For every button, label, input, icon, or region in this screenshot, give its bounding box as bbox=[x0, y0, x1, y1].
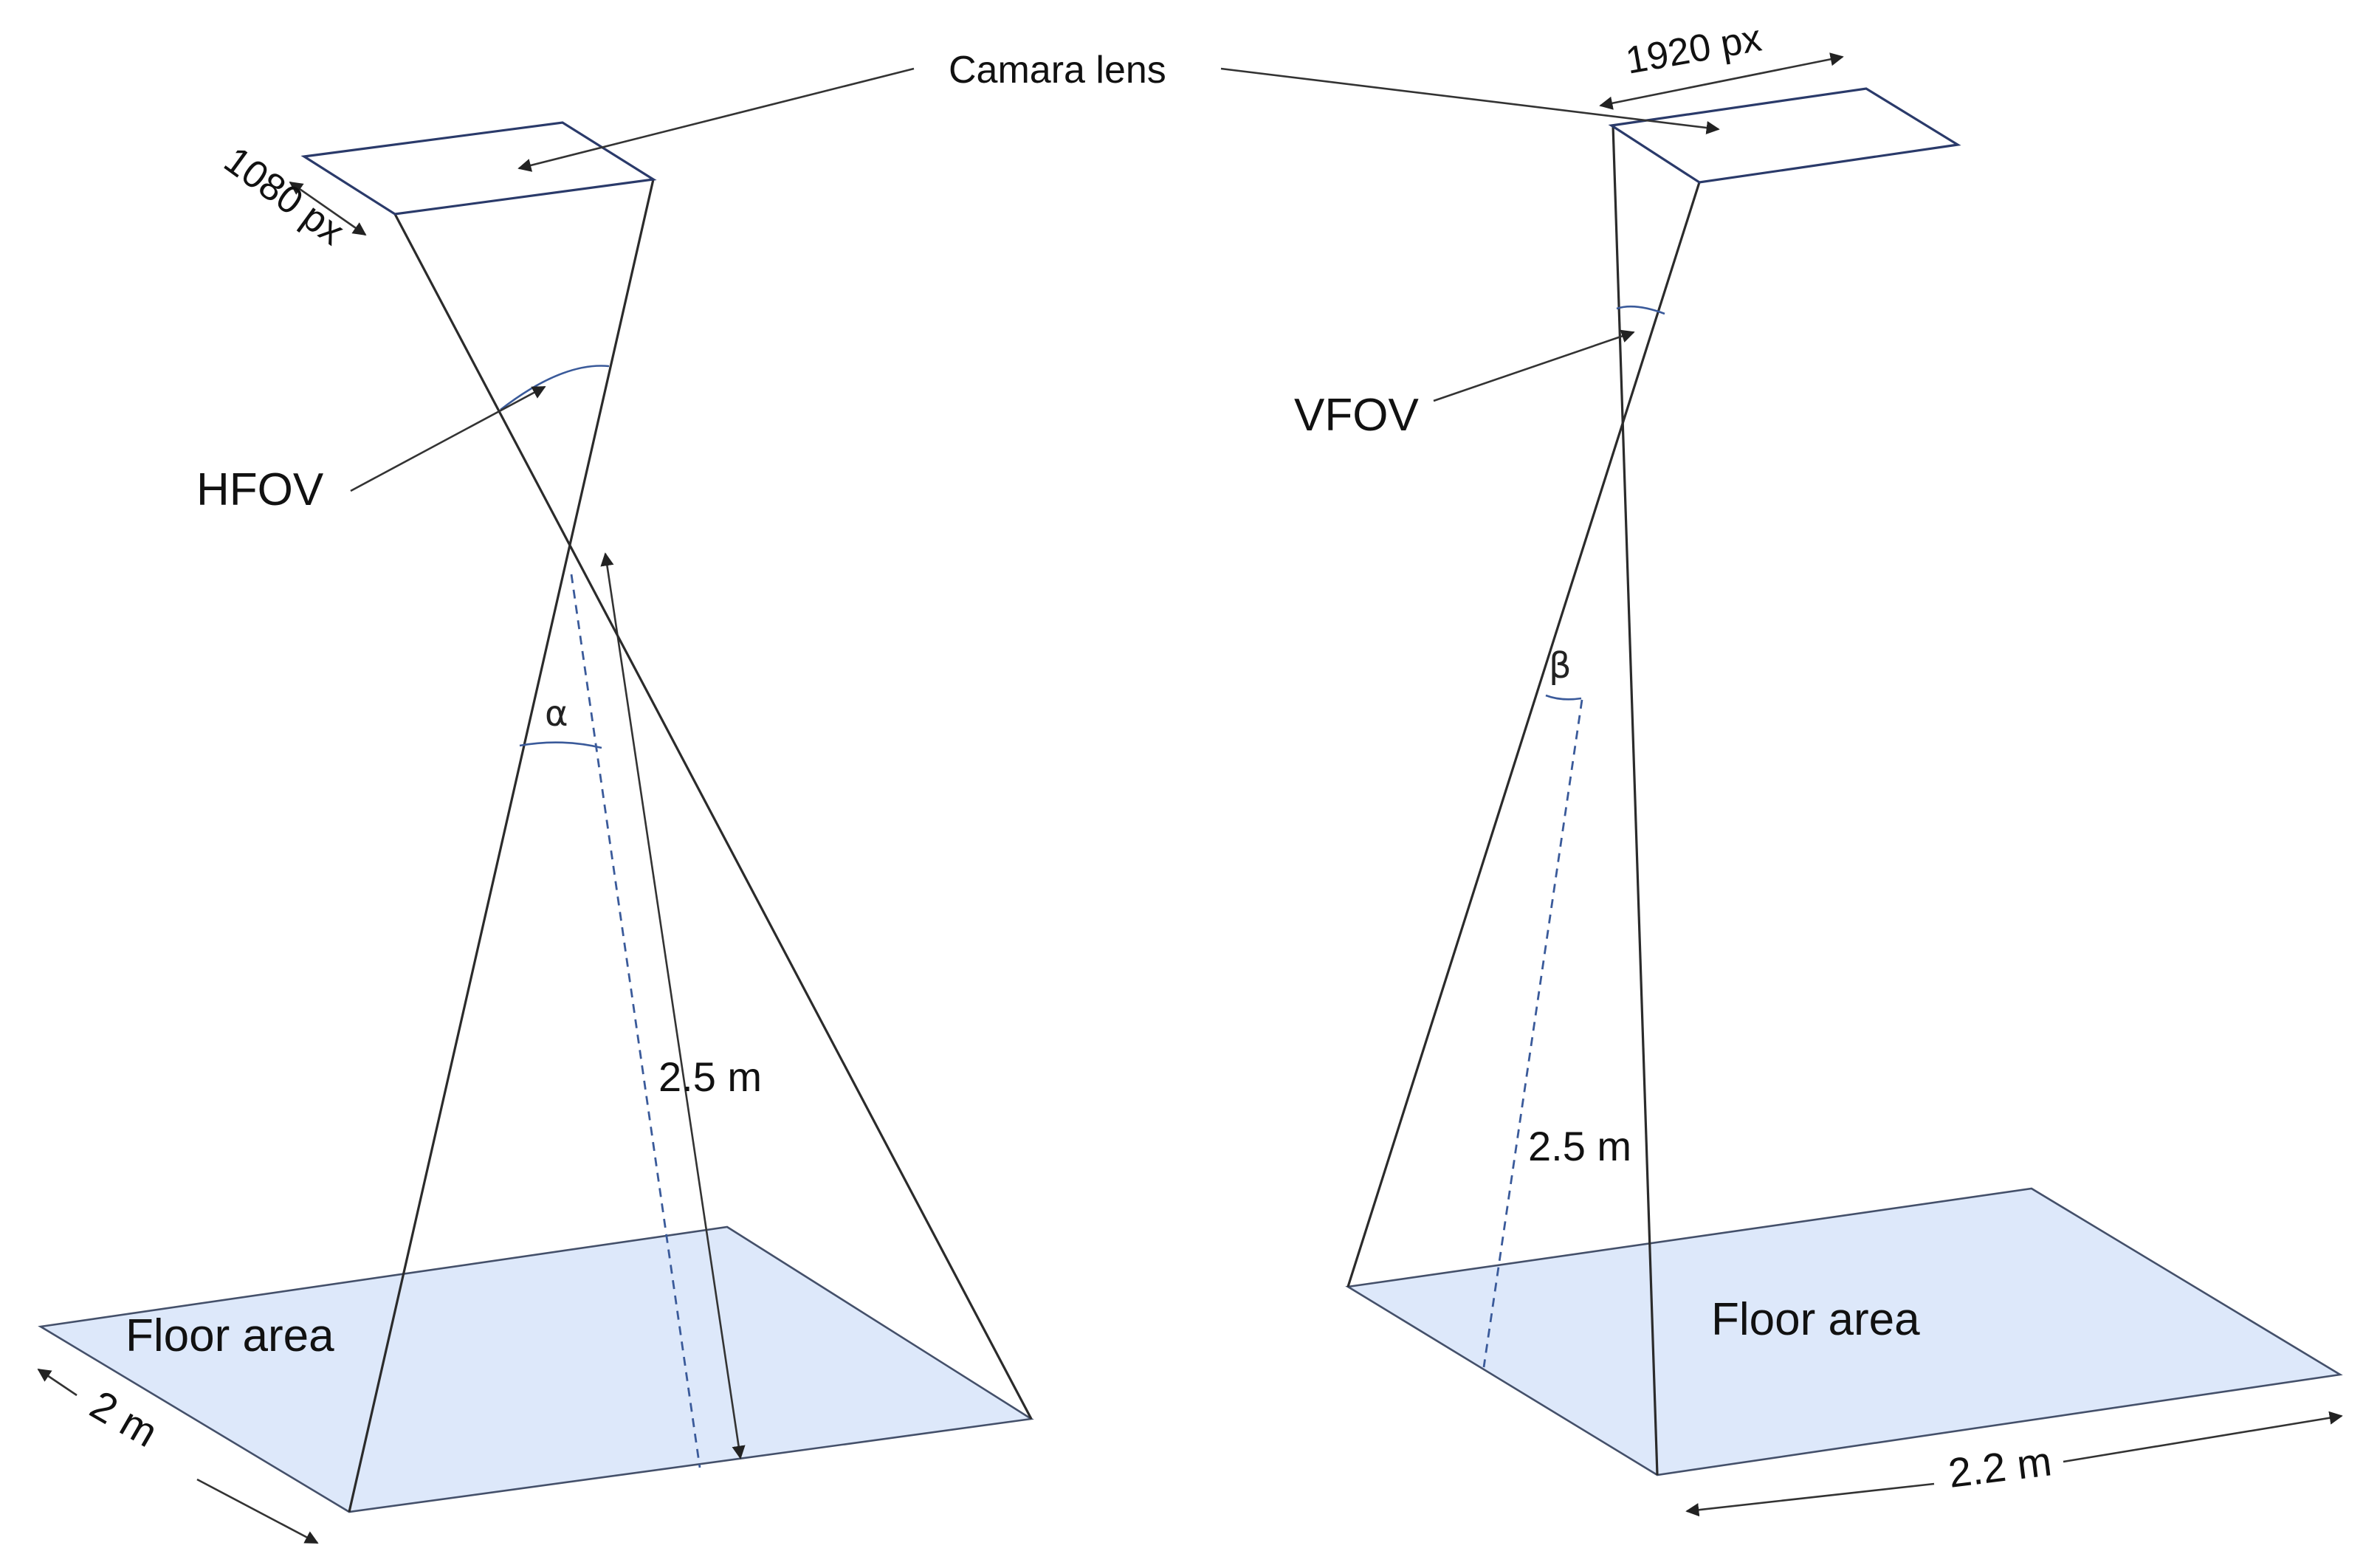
height-label-right: 2.5 m bbox=[1528, 1123, 1631, 1169]
vfov-line-right-2 bbox=[1346, 182, 1701, 1287]
hfov-label: HFOV bbox=[196, 464, 324, 515]
vfov-line-right-1 bbox=[1612, 125, 1659, 1476]
height-arrow-left bbox=[600, 552, 746, 1459]
width-label-right: 2.2 m bbox=[1946, 1437, 2054, 1496]
width-arrow-right-a bbox=[1685, 1482, 1935, 1517]
fov-line-left-1 bbox=[393, 213, 1033, 1420]
hfov-pointer-arrow bbox=[350, 385, 546, 492]
floor-label-left: Floor area bbox=[125, 1310, 334, 1361]
camera-lens-right bbox=[1608, 87, 1961, 184]
px-long-arrow bbox=[1599, 52, 1844, 110]
lens-pointer-arrow-left bbox=[517, 67, 915, 172]
width-arrow-left-a bbox=[37, 1368, 78, 1397]
left-figure: HFOV α 2.5 m Floor area 1080 px 2 m bbox=[37, 121, 1034, 1544]
camera-lens-callout: Camara lens bbox=[517, 49, 1720, 172]
vfov-arc bbox=[1616, 305, 1665, 315]
beta-label: β bbox=[1549, 645, 1572, 687]
fov-line-left-2 bbox=[348, 179, 655, 1513]
vfov-label: VFOV bbox=[1294, 390, 1419, 441]
width-arrow-right-b bbox=[2063, 1411, 2343, 1463]
floor-label-right: Floor area bbox=[1711, 1294, 1920, 1345]
alpha-label: α bbox=[545, 693, 568, 735]
floor-plane-left bbox=[38, 1225, 1034, 1513]
px-long-label: 1920 px bbox=[1623, 17, 1764, 83]
px-short-arrow bbox=[289, 181, 367, 236]
camera-lens-label: Camara lens bbox=[949, 49, 1166, 92]
right-figure: VFOV β 2.5 m Floor area 1920 px 2.2 m bbox=[1294, 17, 2343, 1517]
floor-plane-right bbox=[1345, 1187, 2343, 1476]
hfov-arc bbox=[500, 365, 610, 411]
alpha-arc bbox=[519, 741, 602, 749]
height-dashed-line-right bbox=[1482, 699, 1583, 1368]
vfov-pointer-arrow bbox=[1433, 329, 1635, 402]
width-arrow-left-b bbox=[196, 1478, 319, 1544]
camera-lens-left bbox=[300, 121, 657, 216]
lens-pointer-arrow-right bbox=[1220, 67, 1720, 135]
beta-arc bbox=[1545, 694, 1582, 701]
height-label-left: 2.5 m bbox=[658, 1053, 762, 1100]
